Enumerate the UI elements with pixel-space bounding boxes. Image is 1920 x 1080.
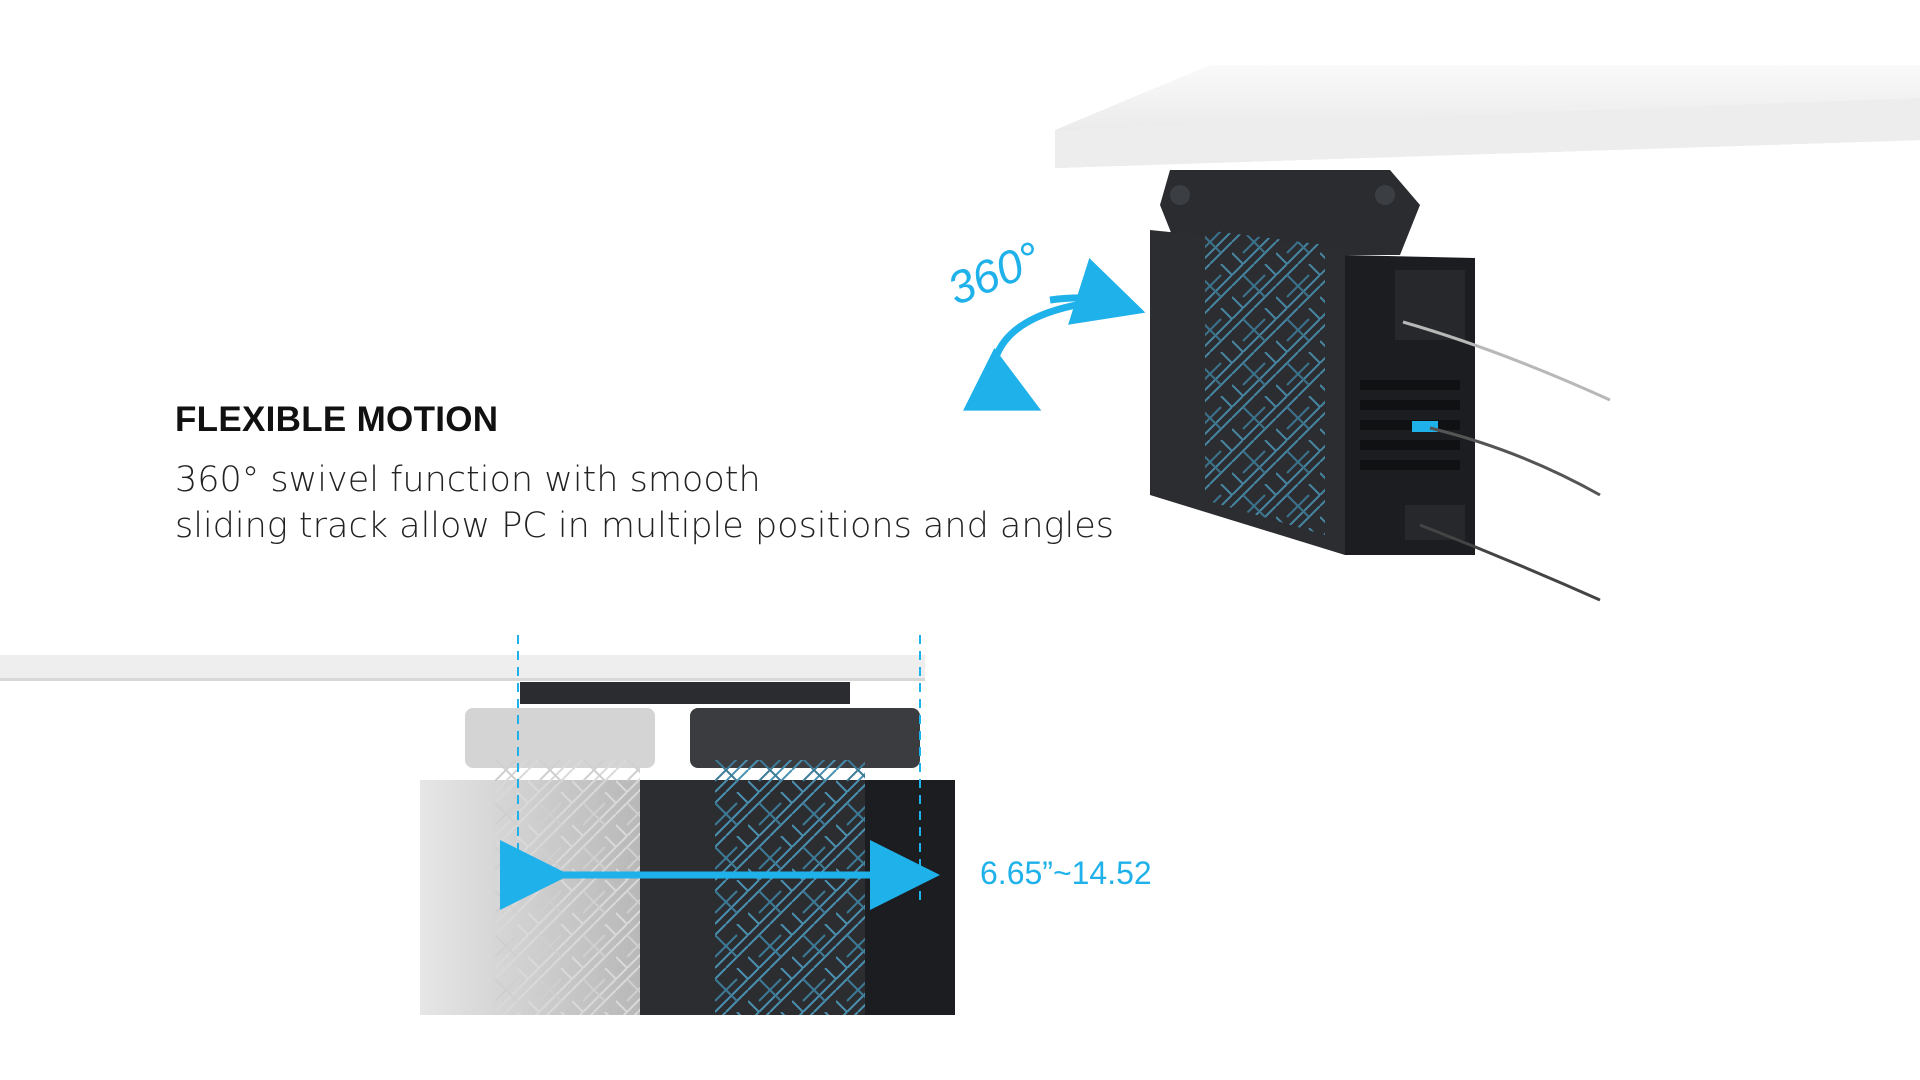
feature-description-line-1: 360° swivel function with smooth [175, 460, 761, 500]
sliding-track-illustration [0, 655, 955, 1015]
slide-range-indicator [500, 635, 940, 910]
swivel-mount-illustration [1055, 65, 1920, 602]
feature-title: FLEXIBLE MOTION [175, 400, 499, 439]
slide-range-label: 6.65”~14.52 [980, 855, 1152, 891]
feature-description-line-2: sliding track allow PC in multiple posit… [175, 506, 1115, 546]
rotation-arrow-icon [963, 258, 1146, 411]
